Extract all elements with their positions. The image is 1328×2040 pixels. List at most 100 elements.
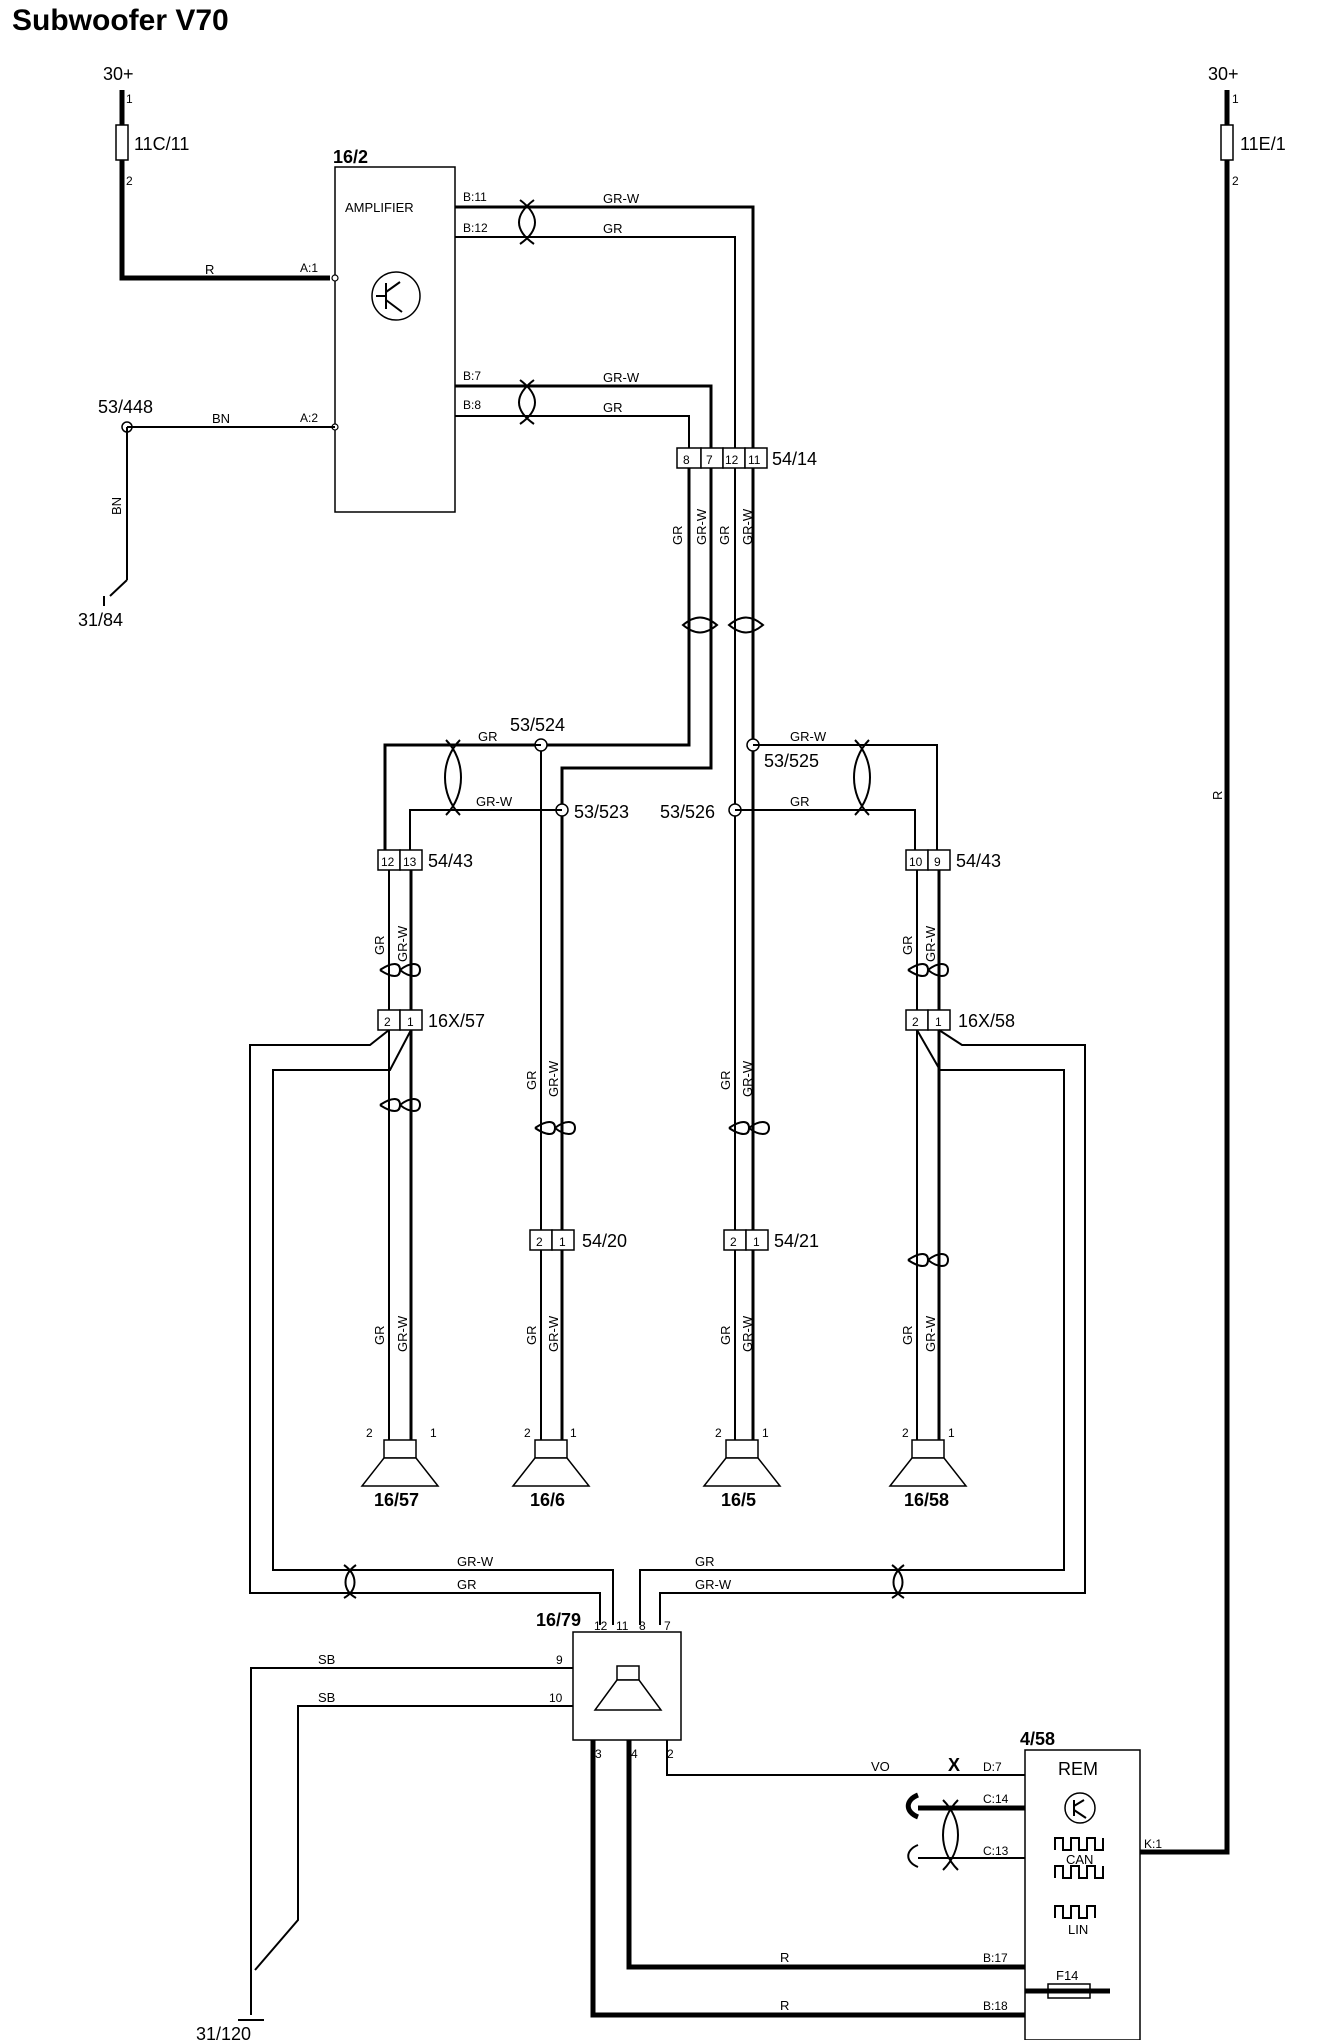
- speaker-16-6-wires: GR GR-W: [524, 751, 577, 1230]
- subwoofer-ground-wires: SB SB 31/120: [196, 1652, 573, 2040]
- right-branch-gr: GR: [790, 794, 810, 809]
- c5443r-pin-9: 9: [934, 855, 941, 869]
- bn-label-v: BN: [109, 497, 124, 515]
- ground-symbol-top: [109, 579, 128, 597]
- amp-output-wires: GR-W GR GR-W GR: [455, 191, 755, 448]
- transistor-icon: [371, 271, 421, 321]
- rem-name: REM: [1058, 1759, 1098, 1779]
- c5443l-pin-12: 12: [381, 855, 395, 869]
- c16x57-pin-2: 2: [384, 1015, 391, 1029]
- right-door-gr: GR: [900, 936, 915, 956]
- rem-lin-label: LIN: [1068, 1922, 1088, 1937]
- sub-pin-4: 4: [631, 1747, 638, 1761]
- left-fuse-icon: [115, 124, 129, 161]
- c5443r-pin-10: 10: [909, 855, 923, 869]
- c5414-pin-11: 11: [748, 453, 761, 467]
- rem-pin-k1: K:1: [1144, 1837, 1162, 1851]
- left-supply-wire-color: R: [205, 262, 214, 277]
- c5421-pin-1: 1: [753, 1235, 760, 1249]
- wire-label-b8: GR: [603, 400, 623, 415]
- left-supply: 30+ 1 11C/11 2 R A:1: [103, 64, 330, 281]
- c5421-pin-2: 2: [730, 1235, 737, 1249]
- sub-right-grw: GR-W: [695, 1577, 732, 1592]
- c5414-label: 54/14: [772, 449, 817, 469]
- rem-pin-d7: D:7: [983, 1760, 1002, 1774]
- right-fuse-label: 11E/1: [1240, 134, 1286, 154]
- bn-label-h: BN: [212, 411, 230, 426]
- spk166-gr: GR: [524, 1326, 539, 1346]
- sub-left-grw: GR-W: [457, 1554, 494, 1569]
- speaker-16-5-label: 16/5: [721, 1490, 756, 1510]
- splice-network: 53/524 53/525 53/523 53/526 GR GR-W GR-W…: [384, 715, 938, 850]
- speaker-16-5-wires: GR GR-W: [718, 1060, 771, 1135]
- spk165-gr-upper: GR: [718, 1071, 733, 1091]
- left-fuse-pin-1: 1: [126, 92, 133, 106]
- spk165-pin-1: 1: [762, 1426, 769, 1440]
- amp-pin-a1: A:1: [300, 261, 318, 275]
- trunk-label-3: GR: [717, 526, 732, 546]
- spk1658-grw: GR-W: [923, 1315, 938, 1352]
- c16x58-pin-2: 2: [912, 1015, 919, 1029]
- c16x58-pin-1: 1: [935, 1015, 942, 1029]
- spk165-pin-2: 2: [715, 1426, 722, 1440]
- c5414-pin-7: 7: [706, 453, 713, 467]
- right-supply: 30+ 1 11E/1 2 R: [1140, 64, 1286, 1855]
- left-fuse-pin-2: 2: [126, 174, 133, 188]
- rem-pin-b18: B:18: [983, 1999, 1008, 2013]
- spk1657-gr: GR: [372, 1326, 387, 1346]
- subwoofer-feed-wires: GR-W GR GR GR-W: [249, 1029, 1086, 1625]
- connector-16x58: 2 1 16X/58: [905, 1009, 1015, 1031]
- wire-label-b7: GR-W: [603, 370, 640, 385]
- spk1658-pin-1: 1: [948, 1426, 955, 1440]
- c5420-pin-1: 1: [559, 1235, 566, 1249]
- left-door-grw: GR-W: [395, 925, 410, 962]
- speaker-16-58-label: 16/58: [904, 1490, 949, 1510]
- right-fuse-pin-1: 1: [1232, 92, 1239, 106]
- trunk-label-4: GR-W: [740, 508, 755, 545]
- c5443r-label: 54/43: [956, 851, 1001, 871]
- rem-id: 4/58: [1020, 1729, 1055, 1749]
- can-signal-icon: [1054, 1837, 1104, 1851]
- power-r-2: R: [780, 1998, 789, 2013]
- spk166-pin-1: 1: [570, 1426, 577, 1440]
- right-supply-label: 30+: [1208, 64, 1239, 84]
- right-supply-wire-color: R: [1210, 791, 1225, 800]
- c5443l-label: 54/43: [428, 851, 473, 871]
- power-r-1: R: [780, 1950, 789, 1965]
- left-branch-gr: GR: [478, 729, 498, 744]
- sb-label-2: SB: [318, 1690, 335, 1705]
- amp-pin-b7: B:7: [463, 369, 481, 383]
- rem-module: 4/58 REM D:7 C:14 C:13 K:1 B:17 B:18 CAN…: [983, 1729, 1162, 2040]
- ground-top: 53/448 BN BN 31/84: [78, 397, 335, 630]
- vo-label: VO: [871, 1759, 890, 1774]
- sub-pin-3: 3: [595, 1747, 602, 1761]
- spk1657-grw: GR-W: [395, 1315, 410, 1352]
- speaker-16-6: 2 1 16/6: [511, 1426, 591, 1510]
- c16x57-label: 16X/57: [428, 1011, 485, 1031]
- connector-54-43-right: 10 9 54/43: [905, 849, 1001, 871]
- spk1658-pin-2: 2: [902, 1426, 909, 1440]
- c16x58-label: 16X/58: [958, 1011, 1015, 1031]
- spk166-gr-upper: GR: [524, 1071, 539, 1091]
- right-fuse-icon: [1220, 124, 1234, 161]
- connector-54-20: 2 1 54/20: [529, 1229, 627, 1251]
- right-fuse-pin-2: 2: [1232, 174, 1239, 188]
- spk166-grw-upper: GR-W: [546, 1060, 561, 1097]
- spk166-grw: GR-W: [546, 1315, 561, 1352]
- splice-53-523-label: 53/523: [574, 802, 629, 822]
- sub-left-gr: GR: [457, 1577, 477, 1592]
- subwoofer-id: 16/79: [536, 1610, 581, 1630]
- left-supply-label: 30+: [103, 64, 134, 84]
- lin-signal-icon: [1054, 1905, 1096, 1919]
- splice-53-526-label: 53/526: [660, 802, 715, 822]
- right-branch-grw: GR-W: [790, 729, 827, 744]
- left-door-gr: GR: [372, 936, 387, 956]
- spk166-pin-2: 2: [524, 1426, 531, 1440]
- subwoofer-speaker-icon: [593, 1665, 663, 1711]
- sub-right-gr: GR: [695, 1554, 715, 1569]
- sub-pin-8: 8: [639, 1619, 646, 1633]
- trunk-label-1: GR: [670, 526, 685, 546]
- wire-label-b11: GR-W: [603, 191, 640, 206]
